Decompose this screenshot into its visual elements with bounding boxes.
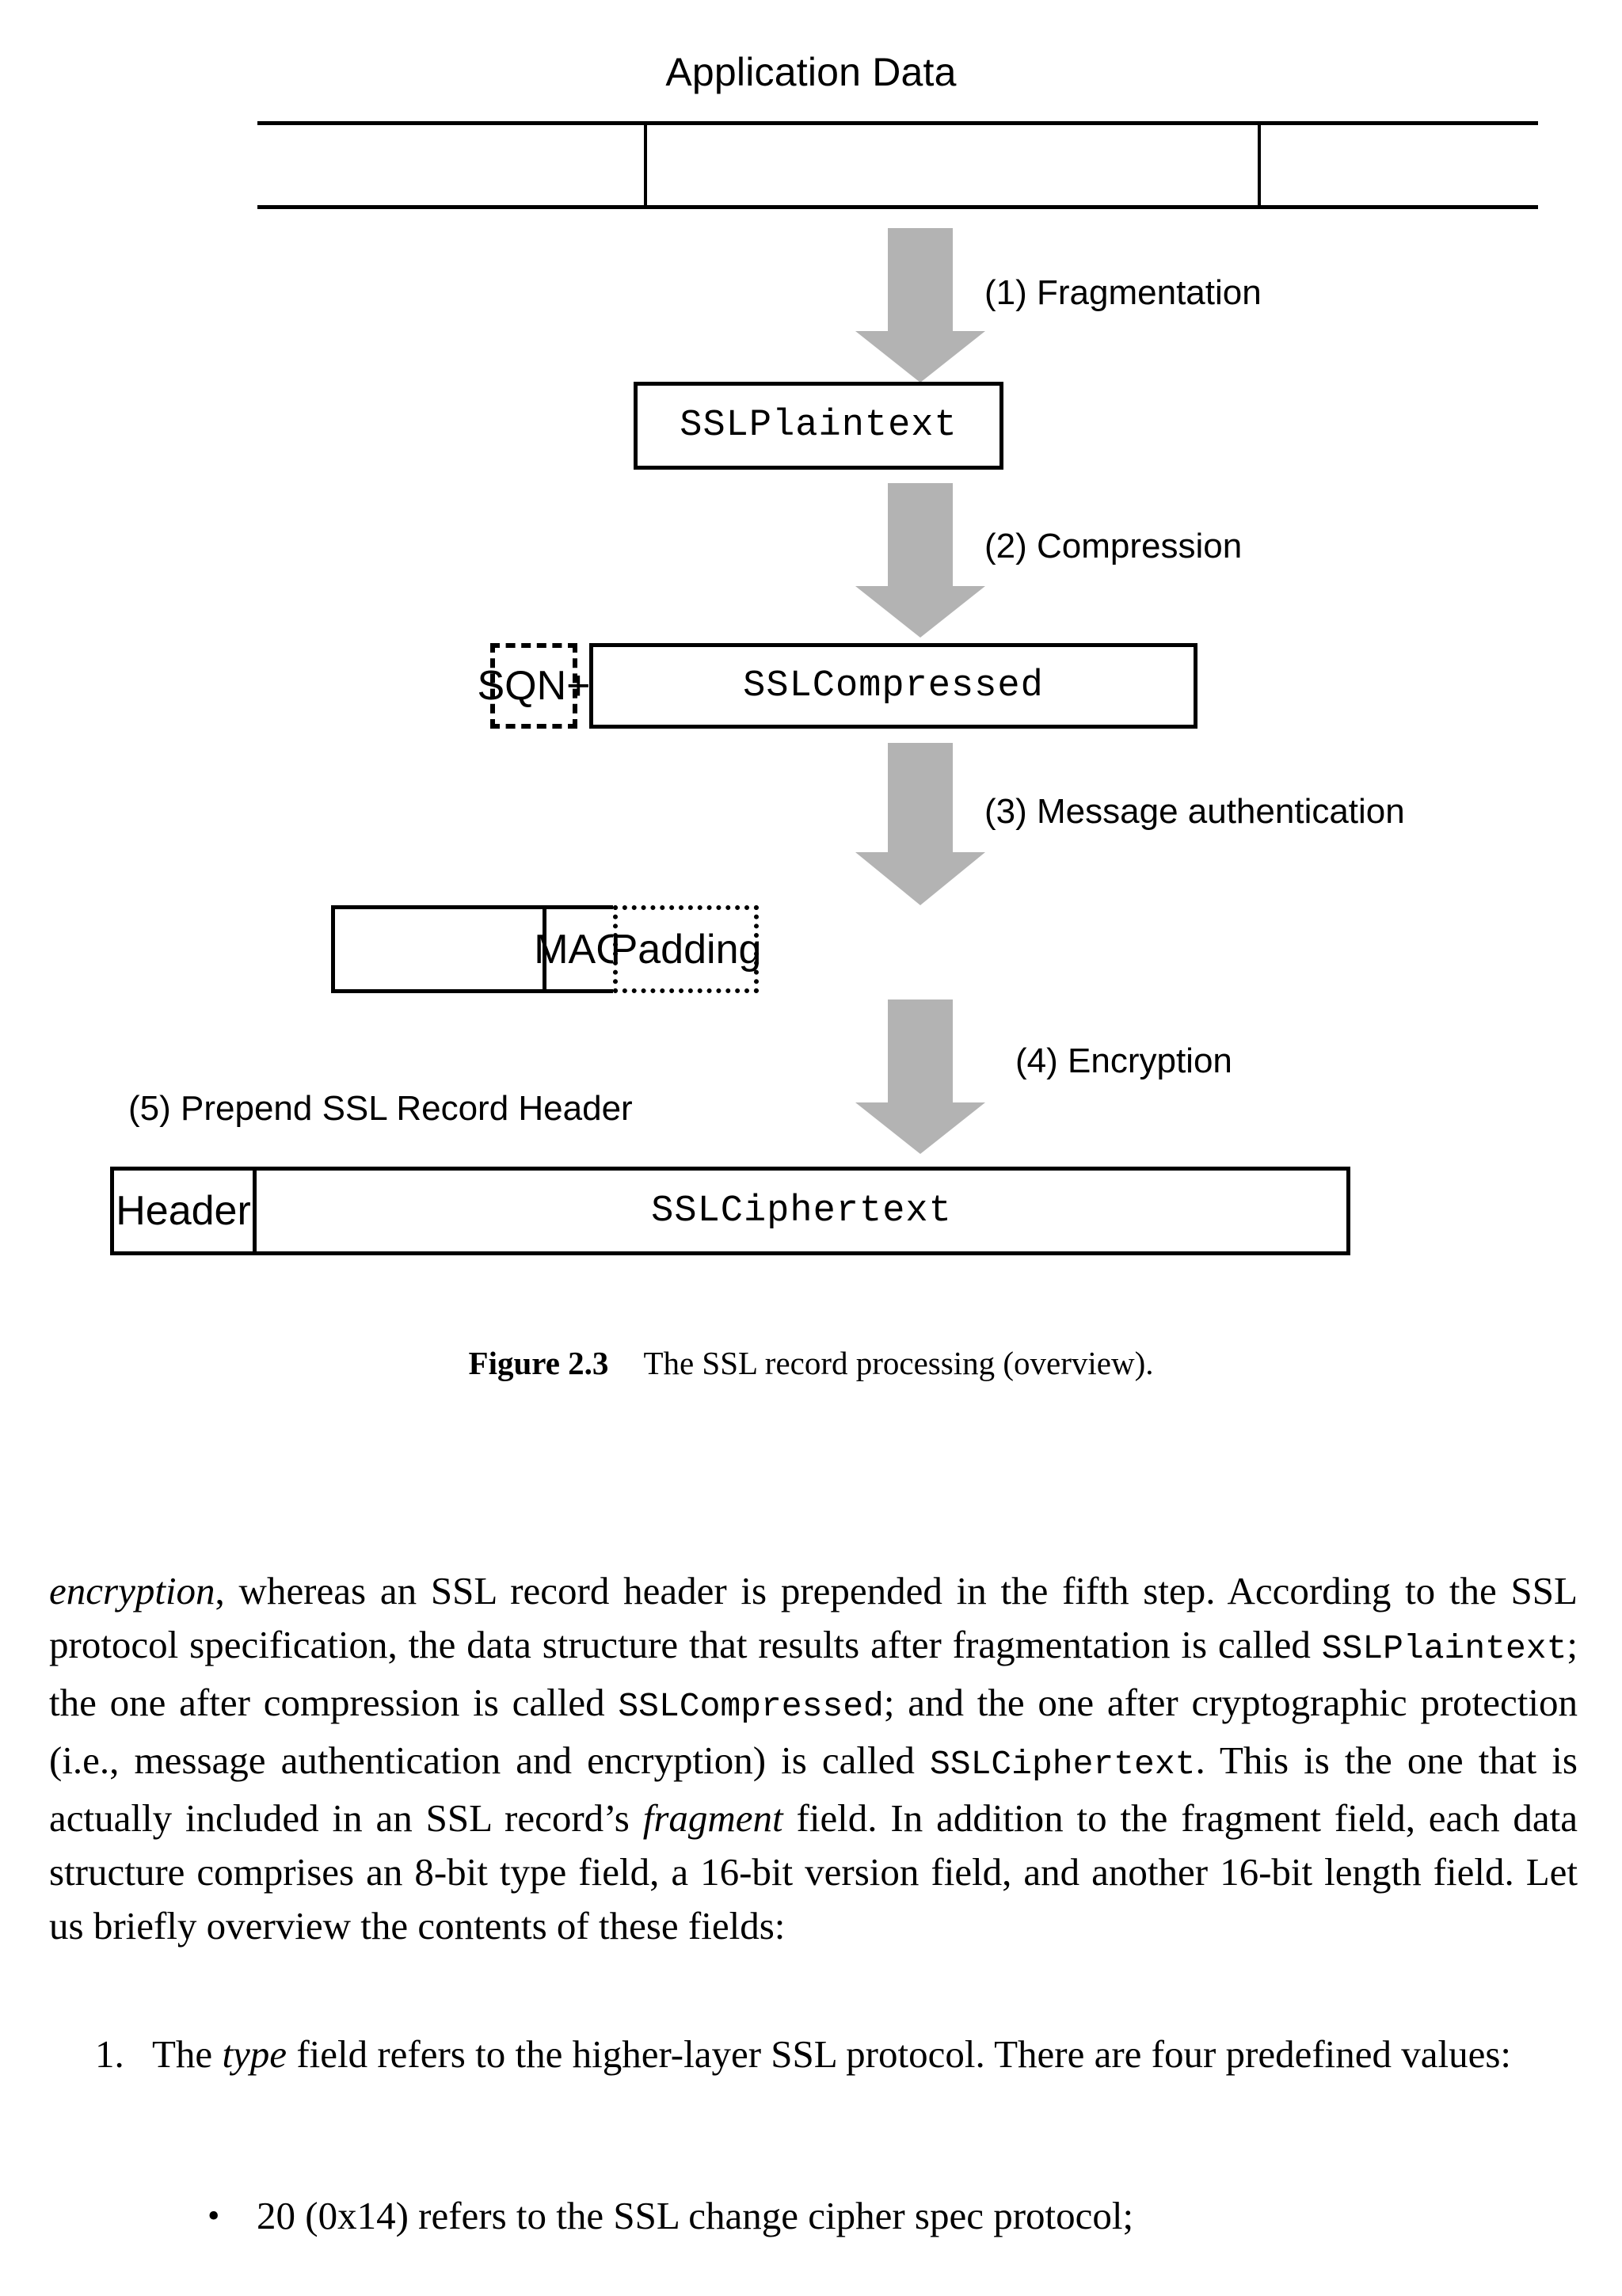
box-record-header: Header [110, 1167, 257, 1255]
appbar-top-rule [257, 121, 1538, 125]
body-text-p1d: ; the one after compression is called [49, 1623, 1578, 1724]
body-text-p1i: fragment [642, 1796, 783, 1840]
step-label-3: (3) Message authentication [984, 792, 1405, 831]
figure-caption-text: The SSL record processing (overview). [643, 1345, 1154, 1381]
body-text-p1j: field. In addition to the fragment field… [49, 1796, 1578, 1948]
body-paragraph: encryption, whereas an SSL record header… [49, 1564, 1578, 1953]
numbered-list: 1. The type field refers to the higher-l… [95, 2028, 1580, 2081]
arrow-encryption [855, 1000, 985, 1154]
sslplaintext-label: SSLPlaintext [680, 405, 958, 447]
list-item-text-b: field refers to the higher-layer SSL pro… [287, 2032, 1512, 2076]
bullet-icon: • [208, 2196, 220, 2235]
body-text-p1g: SSLCiphertext [929, 1745, 1196, 1784]
list-item-text-emphasis: type [222, 2032, 287, 2076]
body-text-p1c: SSLPlaintext [1321, 1629, 1567, 1668]
figure-ssl-record-processing: Application Data (1) Fragmentation SSLPl… [110, 50, 1538, 1381]
box-fragment-left [331, 905, 546, 993]
list-item: 1. The type field refers to the higher-l… [95, 2028, 1580, 2081]
appbar-bottom-rule [257, 205, 1538, 209]
box-sslplaintext: SSLPlaintext [634, 382, 1003, 470]
sslciphertext-label: SSLCiphertext [651, 1190, 952, 1232]
arrow-fragmentation [855, 228, 985, 383]
step-label-2: (2) Compression [984, 527, 1243, 565]
body-text-p1f: ; and the one after cryptographic protec… [49, 1681, 1578, 1782]
header-label: Header [116, 1188, 251, 1234]
application-data-title: Application Data [665, 50, 957, 94]
sslcompressed-label: SSLCompressed [743, 664, 1044, 707]
arrow-message-authentication [855, 743, 985, 905]
box-sslciphertext: SSLCiphertext [253, 1167, 1350, 1255]
appbar-divider-1 [644, 123, 647, 208]
list-item-number: 1. [95, 2032, 124, 2076]
body-text-p1b: , whereas an SSL record header is prepen… [49, 1569, 1578, 1666]
figure-caption-number: Figure 2.3 [468, 1345, 609, 1381]
step-label-1: (1) Fragmentation [984, 273, 1262, 312]
padding-label: Padding [610, 926, 762, 973]
body-text-p1a: encryption [49, 1569, 215, 1613]
bullet-item-text: 20 (0x14) refers to the SSL change ciphe… [257, 2194, 1134, 2237]
application-data-bar [257, 121, 1538, 209]
list-item: • 20 (0x14) refers to the SSL change cip… [208, 2189, 1578, 2243]
step-label-5: (5) Prepend SSL Record Header [128, 1089, 633, 1128]
mac-label: MAC [534, 926, 626, 973]
bullet-list: • 20 (0x14) refers to the SSL change cip… [208, 2189, 1578, 2243]
appbar-divider-2 [1258, 123, 1261, 208]
list-item-text-a: The [152, 2032, 223, 2076]
box-sqn: SQN+ [477, 643, 591, 729]
body-text-p1e: SSLCompressed [618, 1687, 884, 1726]
arrow-compression [855, 483, 985, 638]
box-sslcompressed: SSLCompressed [589, 643, 1197, 729]
box-mac: MAC [534, 905, 626, 993]
body-text-p1h: . This is the one that is actually inclu… [49, 1738, 1578, 1840]
step-label-4: (4) Encryption [1015, 1041, 1232, 1080]
list-item-text: The type field refers to the higher-laye… [152, 2028, 1580, 2081]
box-padding: Padding [610, 905, 762, 993]
figure-caption: Figure 2.3 The SSL record processing (ove… [0, 1344, 1622, 1382]
sqn-label: SQN+ [477, 663, 591, 709]
